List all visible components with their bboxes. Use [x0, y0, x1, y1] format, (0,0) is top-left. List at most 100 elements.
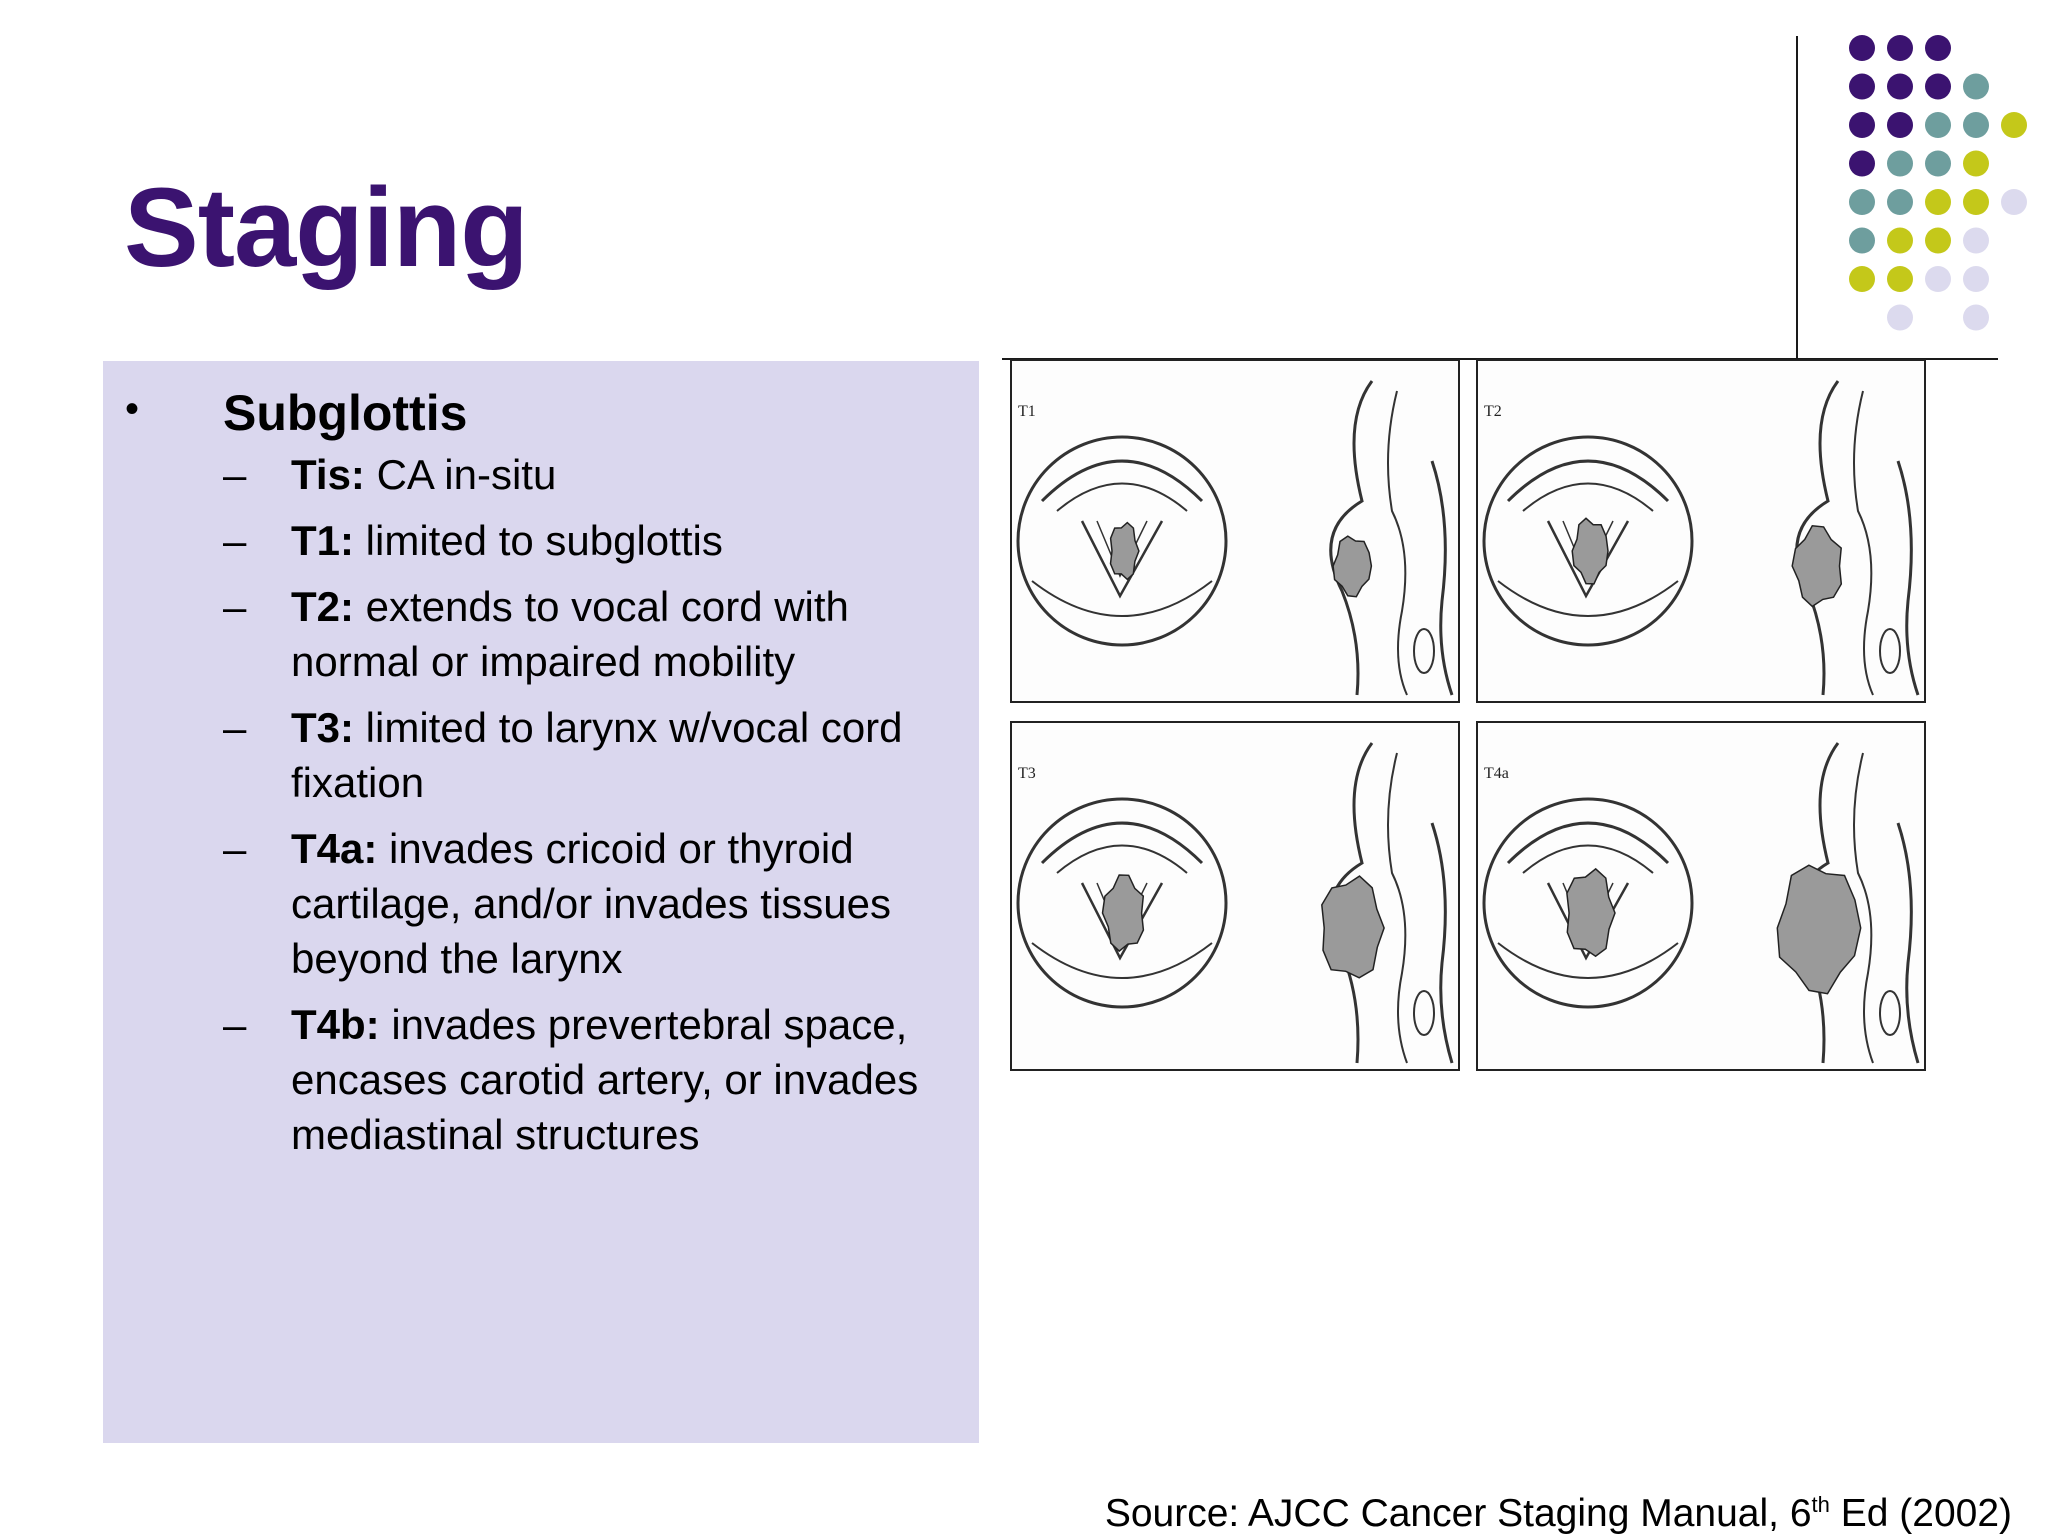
- sagittal-anterior-outline: [1329, 380, 1374, 696]
- decorative-dot: [1963, 266, 1989, 292]
- decorative-dot: [1963, 150, 1989, 177]
- list-item: – T4b: invades prevertebral space, encas…: [103, 997, 979, 1162]
- panel-label: T3: [1018, 765, 1036, 782]
- decorative-dot: [1849, 73, 1875, 100]
- larynx-drawing: [1016, 742, 1454, 1064]
- figure-panel-t2: T2: [1476, 359, 1926, 703]
- endoscope-view-circle: [1482, 797, 1694, 1009]
- tumor-endoscopic: [1571, 517, 1609, 585]
- epiglottis-outline: [1506, 821, 1670, 865]
- decorative-dot: [1849, 266, 1875, 292]
- glottis-outline: [1522, 482, 1654, 512]
- endoscope-view-circle: [1016, 435, 1228, 647]
- decorative-dot: [1849, 35, 1875, 61]
- source-superscript: th: [1811, 1492, 1830, 1517]
- decorative-vertical-rule: [1796, 36, 1798, 360]
- stage-description: limited to larynx w/vocal cord fixation: [291, 704, 903, 806]
- list-item: – T1: limited to subglottis: [103, 513, 979, 568]
- decorative-dot: [1887, 227, 1913, 254]
- decorative-dot: [1849, 189, 1875, 215]
- tumor-sagittal: [1791, 525, 1843, 608]
- vocal-cords: [1080, 882, 1164, 961]
- stage-label: T4a:: [291, 825, 378, 872]
- larynx-drawing: [1482, 742, 1920, 1064]
- stage-description: limited to subglottis: [354, 517, 723, 564]
- decorative-dot: [1887, 150, 1913, 177]
- decorative-dot: [1887, 112, 1913, 138]
- panel-label: T1: [1018, 403, 1036, 420]
- cartilage-outline: [1413, 628, 1435, 674]
- tumor-sagittal: [1321, 875, 1385, 979]
- vocal-cords-inner: [1096, 520, 1148, 578]
- decorative-dot: [1849, 112, 1875, 138]
- tumor-endoscopic: [1566, 867, 1616, 958]
- dash-icon: –: [223, 451, 247, 498]
- panel-label: T2: [1484, 403, 1502, 420]
- dash-icon: –: [223, 1001, 247, 1048]
- stage-description: invades prevertebral space, encases caro…: [291, 1001, 919, 1158]
- epiglottis-outline: [1506, 459, 1670, 503]
- decorative-dot: [1887, 189, 1913, 215]
- staging-illustration: T1 T2 T3 T4a: [1010, 357, 1930, 1073]
- list-item: – Tis: CA in-situ: [103, 447, 979, 502]
- stage-description: extends to vocal cord with normal or imp…: [291, 583, 849, 685]
- source-suffix: Ed (2002): [1829, 1492, 2012, 1535]
- sagittal-anterior-outline: [1795, 380, 1840, 696]
- cartilage-outline: [1879, 990, 1901, 1036]
- stage-label: Tis:: [291, 451, 365, 498]
- endoscope-view-circle: [1016, 797, 1228, 1009]
- sagittal-posterior-outline: [1896, 822, 1920, 1064]
- decorative-dot: [1887, 304, 1913, 331]
- figure-panel-t3: T3: [1010, 721, 1460, 1071]
- decorative-dot: [1925, 189, 1951, 215]
- decorative-dot: [1963, 73, 1989, 100]
- sagittal-posterior-outline: [1896, 460, 1920, 696]
- stage-description: invades cricoid or thyroid cartilage, an…: [291, 825, 891, 982]
- decorative-dot: [1925, 266, 1951, 292]
- source-citation: Source: AJCC Cancer Staging Manual, 6th …: [1105, 1492, 2012, 1536]
- panel-label: T4a: [1484, 765, 1509, 782]
- arytenoid-outline: [1497, 942, 1679, 979]
- epiglottis-outline: [1040, 821, 1204, 865]
- stage-description: CA in-situ: [364, 451, 557, 498]
- decorative-dot: [1963, 112, 1989, 138]
- stage-label: T3:: [291, 704, 354, 751]
- vocal-cords: [1546, 882, 1630, 961]
- epiglottis-outline: [1040, 459, 1204, 503]
- arytenoid-outline: [1031, 580, 1213, 617]
- decorative-dot: [1849, 227, 1875, 254]
- decorative-dot: [1849, 150, 1875, 177]
- decorative-dot: [2001, 112, 2027, 138]
- cartilage-outline: [1879, 628, 1901, 674]
- sagittal-airway-outline: [1853, 752, 1874, 1064]
- bullet-heading: Subglottis: [223, 385, 468, 441]
- decorative-dot: [1887, 73, 1913, 100]
- decorative-dot: [1887, 35, 1913, 61]
- vocal-cords: [1546, 520, 1630, 599]
- decorative-dot: [1963, 227, 1989, 254]
- glottis-outline: [1522, 844, 1654, 874]
- decorative-dot: [1963, 189, 1989, 215]
- tumor-endoscopic: [1101, 874, 1145, 953]
- arytenoid-outline: [1031, 942, 1213, 979]
- staging-list: – Tis: CA in-situ – T1: limited to subgl…: [103, 447, 979, 1173]
- decorative-dot: [1887, 266, 1913, 292]
- sagittal-airway-outline: [1387, 390, 1408, 696]
- list-item: – T2: extends to vocal cord with normal …: [103, 579, 979, 689]
- sagittal-airway-outline: [1387, 752, 1408, 1064]
- dash-icon: –: [223, 517, 247, 564]
- decorative-dot: [1925, 150, 1951, 177]
- endoscope-view-circle: [1482, 435, 1694, 647]
- decorative-dot: [1963, 304, 1989, 331]
- list-item: – T3: limited to larynx w/vocal cord fix…: [103, 700, 979, 810]
- sagittal-airway-outline: [1853, 390, 1874, 696]
- stage-label: T4b:: [291, 1001, 380, 1048]
- dash-icon: –: [223, 704, 247, 751]
- content-panel: • Subglottis – Tis: CA in-situ – T1: lim…: [103, 361, 979, 1443]
- larynx-drawing: [1482, 380, 1920, 696]
- decorative-dot: [1925, 112, 1951, 138]
- glottis-outline: [1056, 482, 1188, 512]
- tumor-endoscopic: [1109, 521, 1140, 581]
- cartilage-outline: [1413, 990, 1435, 1036]
- decorative-dot: [1925, 73, 1951, 100]
